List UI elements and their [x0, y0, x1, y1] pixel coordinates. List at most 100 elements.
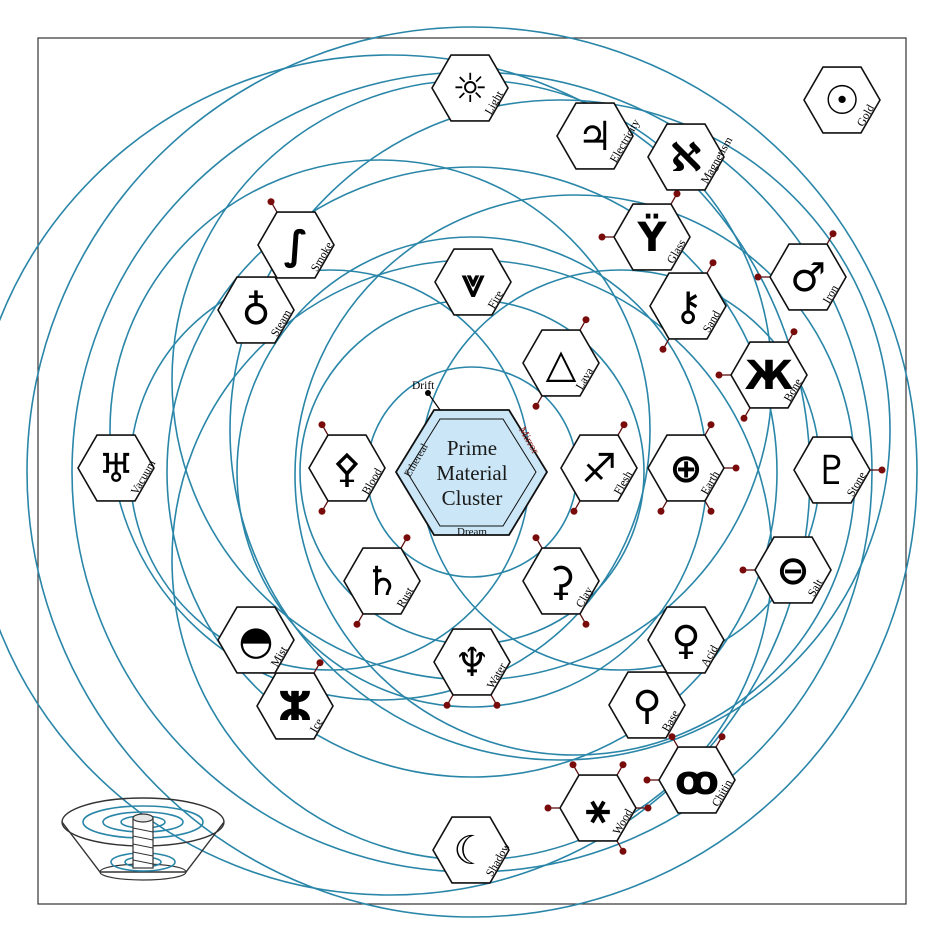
hex-cell — [522, 329, 600, 397]
salt-symbol-icon: ⊖ — [776, 548, 810, 594]
hex-cell — [256, 672, 334, 740]
connector-dot — [353, 620, 361, 628]
connector-dot — [739, 566, 747, 574]
connector-dot — [790, 328, 798, 336]
connector-dot — [532, 402, 540, 410]
hex-cell — [560, 434, 638, 502]
connector-dot — [403, 534, 411, 542]
connector-dot — [267, 198, 275, 206]
node-rust[interactable]: ♄Rust — [343, 547, 421, 615]
wood-symbol-icon: ⚹ — [586, 786, 610, 832]
connector-dot — [570, 507, 578, 515]
orbit-ring — [166, 166, 778, 778]
connector-dot — [740, 414, 748, 422]
gold-symbol-icon: ☉ — [824, 78, 860, 124]
connector-dot — [619, 761, 627, 769]
connector-dot — [673, 190, 681, 198]
node-electricity[interactable]: ♃Electricity — [556, 102, 643, 170]
node-blood[interactable]: ⚴Blood — [308, 434, 386, 502]
hex-cell — [343, 547, 421, 615]
connector-dot — [754, 273, 762, 281]
node-sand[interactable]: ⚷Sand — [649, 272, 727, 340]
fire-symbol-icon: ⩔ — [461, 260, 485, 306]
stone-symbol-icon: ♇ — [814, 448, 850, 494]
node-light[interactable]: ☼Light — [431, 54, 509, 122]
hex-cell — [257, 211, 335, 279]
chitin-symbol-icon: ꝏ — [675, 758, 719, 804]
connector-dot — [619, 847, 627, 855]
connector-dot — [715, 371, 723, 379]
smoke-symbol-icon: ∫ — [284, 223, 308, 269]
node-water[interactable]: ♆Water — [433, 628, 511, 696]
node-mist[interactable]: ◓Mist — [217, 606, 295, 674]
hex-cell — [608, 671, 686, 739]
connector-dot — [644, 804, 652, 812]
shadow-symbol-icon: ☾ — [453, 828, 489, 874]
rust-symbol-icon: ♄ — [364, 559, 400, 605]
hex-cell — [769, 243, 847, 311]
orbit-ring — [109, 159, 651, 701]
flesh-symbol-icon: ♐ — [581, 446, 617, 492]
vacuum-symbol-icon: ♅ — [98, 446, 134, 492]
node-flesh[interactable]: ♐Flesh — [560, 434, 638, 502]
hex-cell — [77, 434, 155, 502]
hex-cell — [431, 54, 509, 122]
earth-symbol-icon: ⊕ — [669, 446, 703, 492]
blood-symbol-icon: ⚴ — [332, 446, 361, 492]
connector-dot — [443, 701, 451, 709]
connector-dot — [707, 507, 715, 515]
connector-dot — [544, 804, 552, 812]
hex-cell — [647, 434, 725, 502]
node-lava[interactable]: △Lava — [522, 329, 600, 397]
connector-dot — [707, 421, 715, 429]
vortex-portal-icon — [61, 797, 225, 881]
hex-cell — [522, 547, 600, 615]
hex-cell — [613, 203, 691, 271]
connector-dot — [657, 507, 665, 515]
acid-symbol-icon: ♀ — [671, 618, 700, 664]
iron-symbol-icon: ♂ — [790, 255, 826, 301]
hex-cell — [559, 774, 637, 842]
hex-cell — [647, 606, 725, 674]
mist-symbol-icon: ◓ — [239, 618, 274, 664]
hex-cell — [433, 628, 511, 696]
steam-symbol-icon: ♁ — [241, 288, 270, 334]
node-vacuum[interactable]: ♅Vacuum — [77, 434, 158, 502]
magnetism-symbol-icon: ℵ — [670, 135, 702, 181]
hex-cell — [308, 434, 386, 502]
connector-dot — [318, 507, 326, 515]
orbit-ring — [26, 26, 918, 918]
node-earth[interactable]: ⊕Earth — [647, 434, 725, 502]
node-steam[interactable]: ♁Steam — [217, 276, 295, 344]
hex-cell — [432, 816, 510, 884]
base-symbol-icon: ⚲ — [632, 683, 661, 729]
glass-symbol-icon: Ÿ — [637, 213, 668, 261]
node-acid[interactable]: ♀Acid — [647, 606, 725, 674]
center-title-line-2: Material — [436, 461, 507, 485]
ice-symbol-icon: ⵣ — [278, 684, 312, 730]
drift-label: Drift — [412, 380, 435, 392]
sand-symbol-icon: ⚷ — [673, 284, 702, 330]
electricity-symbol-icon: ♃ — [577, 114, 613, 160]
connector-dot — [829, 230, 837, 238]
hex-cell — [217, 276, 295, 344]
connector-dot — [569, 761, 577, 769]
lava-symbol-icon: △ — [546, 341, 577, 387]
hex-cell — [730, 341, 808, 409]
connector-dot — [643, 776, 651, 784]
hex-cell — [793, 436, 871, 504]
center-title-line-1: Prime — [447, 436, 497, 460]
hex-cell — [217, 606, 295, 674]
node-base[interactable]: ⚲Base — [608, 671, 686, 739]
node-iron[interactable]: ♂Iron — [769, 243, 847, 311]
bone-symbol-icon: Ж — [745, 353, 794, 399]
drift-marker: Drift — [412, 380, 441, 411]
node-salt[interactable]: ⊖Salt — [754, 536, 832, 604]
hex-cell — [649, 272, 727, 340]
